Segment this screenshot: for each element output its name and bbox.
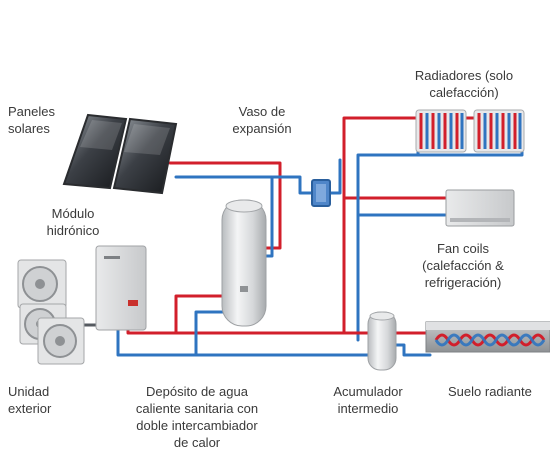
outdoor-units <box>17 259 85 365</box>
underfloor-heating <box>425 321 550 353</box>
expansion-pipe-b <box>328 158 342 195</box>
label-radiadores: Radiadores (solo calefacción) <box>414 68 514 100</box>
label-paneles-solares: Paneles solares <box>8 104 55 136</box>
tank-hot-coil <box>174 294 230 335</box>
tank-cold-coil <box>194 310 230 357</box>
main-hot-riser <box>342 116 420 335</box>
radiator-2 <box>473 109 525 153</box>
buffer-tank <box>367 311 397 371</box>
expansion-pipe-a <box>270 175 316 195</box>
label-suelo-radiante: Suelo radiante <box>448 384 532 399</box>
expansion-vessel <box>311 179 331 207</box>
label-fan-coils: Fan coils (calefacción & refrigeración) <box>422 241 504 290</box>
solar-panels <box>62 113 178 195</box>
label-modulo-hidronico: Módulo hidrónico <box>46 206 100 238</box>
label-deposito-agua: Depósito de agua caliente sanitaria con … <box>135 384 259 450</box>
hydronic-module <box>95 245 147 331</box>
dhw-tank <box>221 199 267 327</box>
label-acumulador-intermedio: Acumulador intermedio <box>333 384 403 416</box>
label-vaso-expansion: Vaso de expansión <box>232 104 292 136</box>
fan-coil-unit <box>445 189 515 227</box>
outdoor-unit-1 <box>17 259 67 309</box>
label-unidad-exterior: Unidad exterior <box>8 384 52 416</box>
outdoor-unit-3 <box>37 317 85 365</box>
radiators <box>415 109 525 153</box>
radiator-1 <box>415 109 467 153</box>
